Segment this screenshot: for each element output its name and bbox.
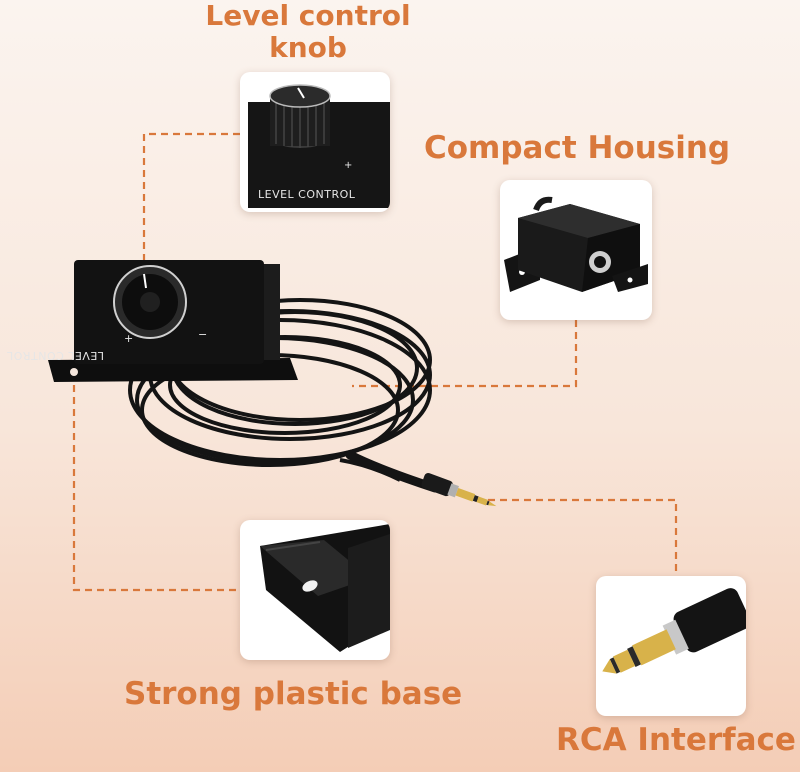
device-plus-sign: + <box>124 332 134 345</box>
label-knob-line2: knob <box>269 31 347 64</box>
card-knob-closeup: + LEVEL CONTROL <box>240 72 390 212</box>
card-rca-closeup <box>596 576 746 716</box>
label-level-control-knob: Level control knob <box>178 0 438 64</box>
product-main-image: + − LEVEL CONTROL <box>6 240 520 540</box>
device-panel-text: LEVEL CONTROL <box>6 349 104 362</box>
label-strong-plastic-base: Strong plastic base <box>124 676 463 712</box>
audio-plug <box>421 473 497 507</box>
knob-card-plus: + <box>344 160 353 171</box>
label-rca-interface: RCA Interface <box>556 722 796 758</box>
card-base-closeup <box>240 520 390 660</box>
knob-card-panel-text: LEVEL CONTROL <box>258 188 356 201</box>
device-minus-sign: − <box>198 328 208 341</box>
card-housing-closeup <box>500 180 652 320</box>
label-compact-housing: Compact Housing <box>424 130 731 166</box>
label-knob-line1: Level control <box>205 0 411 32</box>
